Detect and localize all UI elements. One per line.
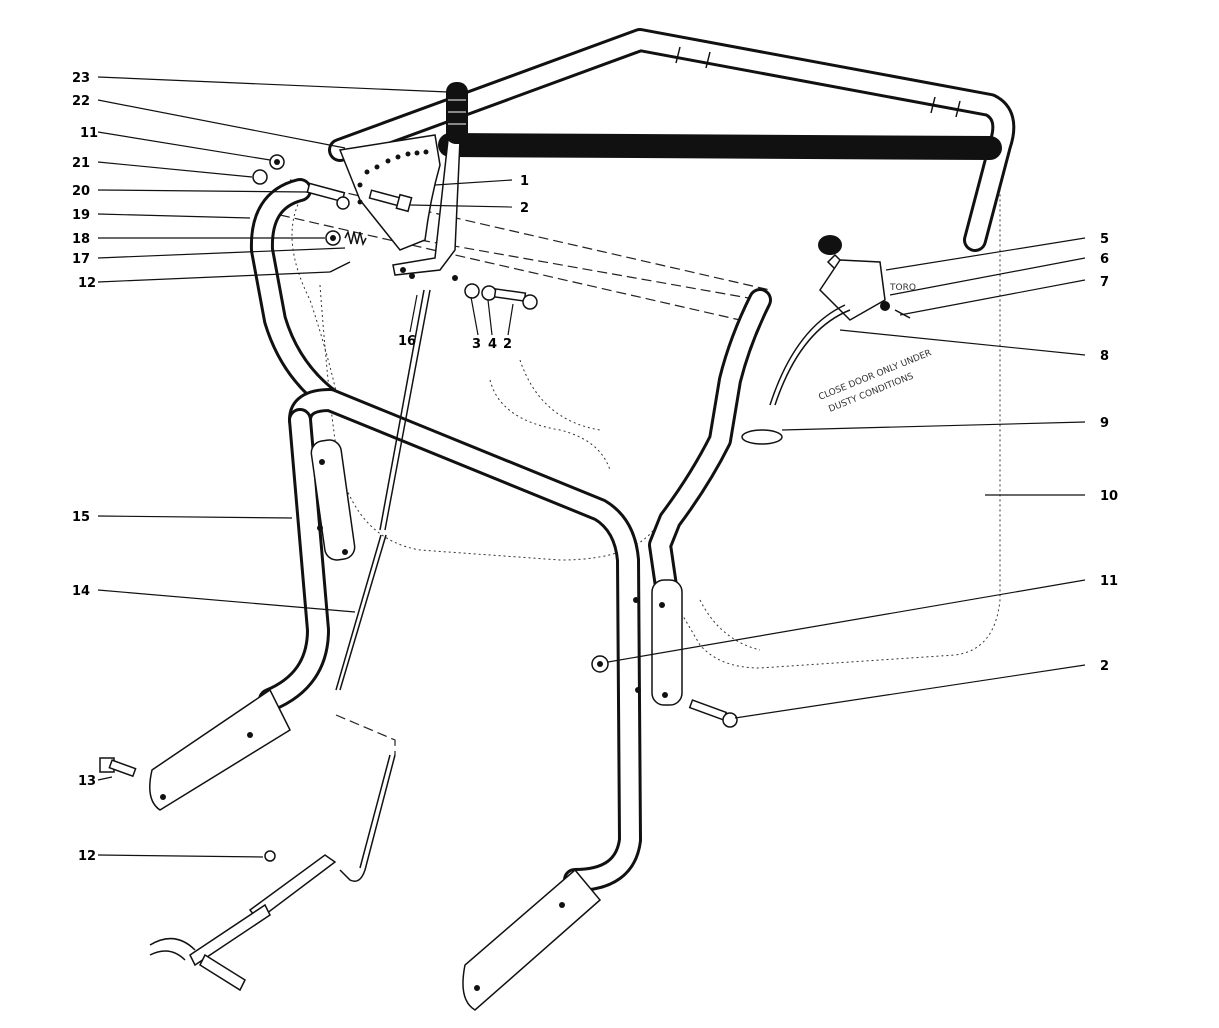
callout-11: 11 — [1100, 574, 1118, 589]
bag-brand: TORO — [889, 283, 916, 293]
callout-13: 13 — [78, 774, 96, 789]
callout-4: 4 — [488, 337, 497, 352]
throttle-control: TORO — [769, 235, 916, 406]
callout-1: 1 — [520, 174, 529, 189]
bag-frame — [328, 28, 1016, 252]
callout-2: 2 — [1100, 659, 1109, 674]
grass-bag — [291, 44, 1001, 669]
callout-labels: 23 22 11 21 20 19 18 17 12 1 2 16 3 4 2 … — [72, 71, 1118, 864]
lower-link-assembly — [149, 850, 337, 992]
callout-15: 15 — [72, 510, 90, 525]
bag-label: CLOSE DOOR ONLY UNDER DUSTY CONDITIONS — [817, 348, 933, 414]
height-adjust-lever — [392, 82, 468, 276]
callout-21: 21 — [72, 156, 90, 171]
callout-12: 12 — [78, 276, 96, 291]
callout-7: 7 — [1100, 275, 1109, 290]
callout-8: 8 — [1100, 349, 1109, 364]
callout-5: 5 — [1100, 232, 1109, 247]
callout-10: 10 — [1100, 489, 1118, 504]
fasteners — [99, 154, 738, 778]
callout-11: 11 — [80, 126, 98, 141]
callout-2: 2 — [503, 337, 512, 352]
callout-2: 2 — [520, 201, 529, 216]
callout-9: 9 — [1100, 416, 1109, 431]
callout-14: 14 — [72, 584, 90, 599]
callout-17: 17 — [72, 252, 90, 267]
callout-19: 19 — [72, 208, 90, 223]
hose-clamp — [741, 429, 783, 445]
callout-16: 16 — [398, 334, 416, 349]
leader-lines — [97, 76, 1086, 858]
callout-3: 3 — [472, 337, 481, 352]
callout-20: 20 — [72, 184, 90, 199]
control-rod — [335, 289, 431, 882]
callout-18: 18 — [72, 232, 90, 247]
callout-6: 6 — [1100, 252, 1109, 267]
height-adjust-quadrant — [338, 134, 441, 251]
side-brackets — [310, 439, 683, 706]
upper-handle — [249, 178, 772, 612]
callout-22: 22 — [72, 94, 90, 109]
callout-23: 23 — [72, 71, 90, 86]
lower-handle — [149, 388, 642, 1011]
callout-12: 12 — [78, 849, 96, 864]
